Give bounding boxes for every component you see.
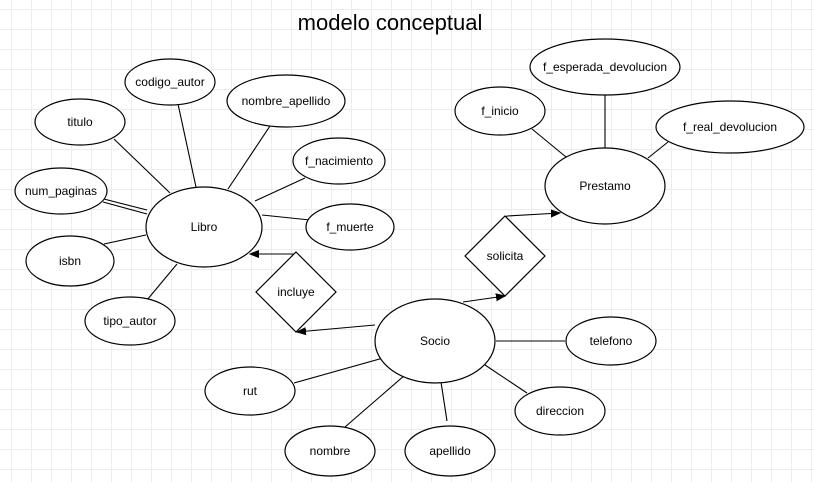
attr-f-real-devolucion-label: f_real_devolucion [683, 120, 777, 134]
relationship-incluye-label: incluye [277, 285, 315, 299]
attr-tipo-autor-label: tipo_autor [103, 314, 156, 328]
attr-tipo-autor[interactable]: tipo_autor [84, 296, 176, 346]
edge-libro-f-nacimiento [254, 177, 306, 202]
attr-f-esperada-devolucion-label: f_esperada_devolucion [543, 60, 667, 74]
attr-direccion-label: direccion [536, 404, 584, 418]
edge-libro-isbn [103, 234, 147, 245]
edge-prestamo-f-inicio [531, 128, 567, 158]
attr-apellido-label: apellido [429, 444, 471, 458]
edge-libro-nombre-apellido [227, 125, 271, 190]
attr-f-inicio[interactable]: f_inicio [454, 86, 546, 136]
attr-num-paginas[interactable]: num_paginas [14, 167, 108, 215]
attr-f-real-devolucion[interactable]: f_real_devolucion [655, 100, 805, 154]
edge-libro-num-paginas-2 [99, 197, 148, 211]
attr-telefono-label: telefono [590, 334, 633, 348]
attr-titulo-label: titulo [67, 115, 93, 129]
attr-num-paginas-label: num_paginas [25, 184, 97, 198]
diagram-title: modelo conceptual [298, 10, 483, 35]
edge-libro-f-muerte [261, 214, 311, 221]
entity-prestamo-label: Prestamo [579, 179, 631, 193]
entity-libro-label: Libro [191, 220, 218, 234]
edge-socio-direccion [484, 364, 528, 394]
attr-apellido[interactable]: apellido [404, 425, 496, 477]
edge-libro-titulo [113, 138, 171, 194]
entity-libro[interactable]: Libro [145, 186, 263, 268]
attr-nombre-apellido[interactable]: nombre_apellido [226, 74, 346, 128]
entity-socio[interactable]: Socio [374, 298, 496, 384]
attr-codigo-autor[interactable]: codigo_autor [124, 58, 216, 106]
attr-f-muerte[interactable]: f_muerte [305, 203, 395, 251]
attr-titulo[interactable]: titulo [34, 98, 126, 146]
attr-f-inicio-label: f_inicio [481, 104, 519, 118]
edge-socio-incluye [297, 324, 376, 332]
attr-f-esperada-devolucion[interactable]: f_esperada_devolucion [529, 38, 681, 96]
attr-isbn-label: isbn [59, 254, 81, 268]
attr-nombre[interactable]: nombre [284, 425, 376, 477]
attr-direccion[interactable]: direccion [514, 386, 606, 436]
attr-codigo-autor-label: codigo_autor [135, 75, 204, 89]
attr-nombre-label: nombre [310, 444, 351, 458]
attr-f-nacimiento[interactable]: f_nacimiento [292, 137, 386, 185]
edge-socio-apellido [440, 381, 448, 422]
relationship-incluye[interactable]: incluye [255, 251, 337, 333]
relationship-solicita[interactable]: solicita [464, 215, 546, 297]
edge-libro-tipo-autor [146, 263, 178, 301]
attr-nombre-apellido-label: nombre_apellido [242, 94, 331, 108]
entity-prestamo[interactable]: Prestamo [544, 147, 666, 225]
edge-socio-solicita [462, 296, 505, 303]
attr-isbn[interactable]: isbn [25, 235, 115, 287]
attr-f-nacimiento-label: f_nacimiento [305, 154, 373, 168]
relationship-solicita-label: solicita [487, 249, 524, 263]
edge-prestamo-f-real [647, 141, 669, 159]
attr-rut[interactable]: rut [204, 366, 296, 416]
attr-f-muerte-label: f_muerte [326, 220, 374, 234]
edges [99, 95, 669, 428]
edge-libro-codigo-autor [177, 103, 197, 188]
edge-libro-num-paginas [102, 201, 148, 215]
attr-rut-label: rut [243, 384, 258, 398]
entity-socio-label: Socio [420, 334, 450, 348]
edge-socio-nombre [344, 374, 406, 428]
attr-telefono[interactable]: telefono [565, 316, 657, 366]
edge-socio-rut [293, 357, 384, 384]
